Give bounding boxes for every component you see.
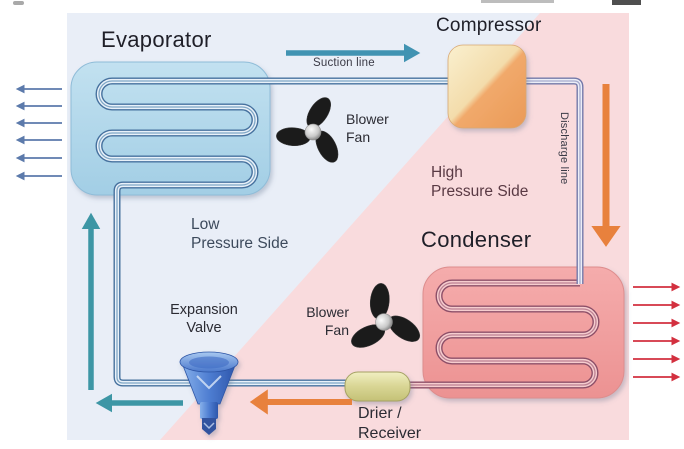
suction-line-label: Suction line [313, 57, 375, 69]
low-pressure-zone-background [67, 13, 629, 440]
evaporator-label: Evaporator [101, 27, 212, 52]
condenser-label: Condenser [421, 227, 532, 252]
low-pressure-side-label: Low Pressure Side [191, 216, 289, 252]
high-pressure-zone-background [160, 13, 629, 440]
drier-receiver-label: Drier / Receiver [358, 405, 422, 442]
discharge-line-label: Discharge line [558, 112, 570, 185]
condenser-airflow-arrows [633, 282, 681, 382]
expansion-valve-label: Expansion Valve [170, 302, 238, 336]
blower-fan-evaporator-label: Blower Fan [346, 111, 389, 145]
evaporator-airflow-arrows [15, 84, 62, 181]
crop-artifact [13, 1, 24, 5]
blower-fan-condenser-label: Blower Fan [306, 304, 349, 338]
compressor-label: Compressor [436, 15, 542, 36]
crop-artifact [481, 0, 554, 3]
crop-artifact [612, 0, 641, 5]
high-pressure-side-label: High Pressure Side [431, 164, 529, 200]
